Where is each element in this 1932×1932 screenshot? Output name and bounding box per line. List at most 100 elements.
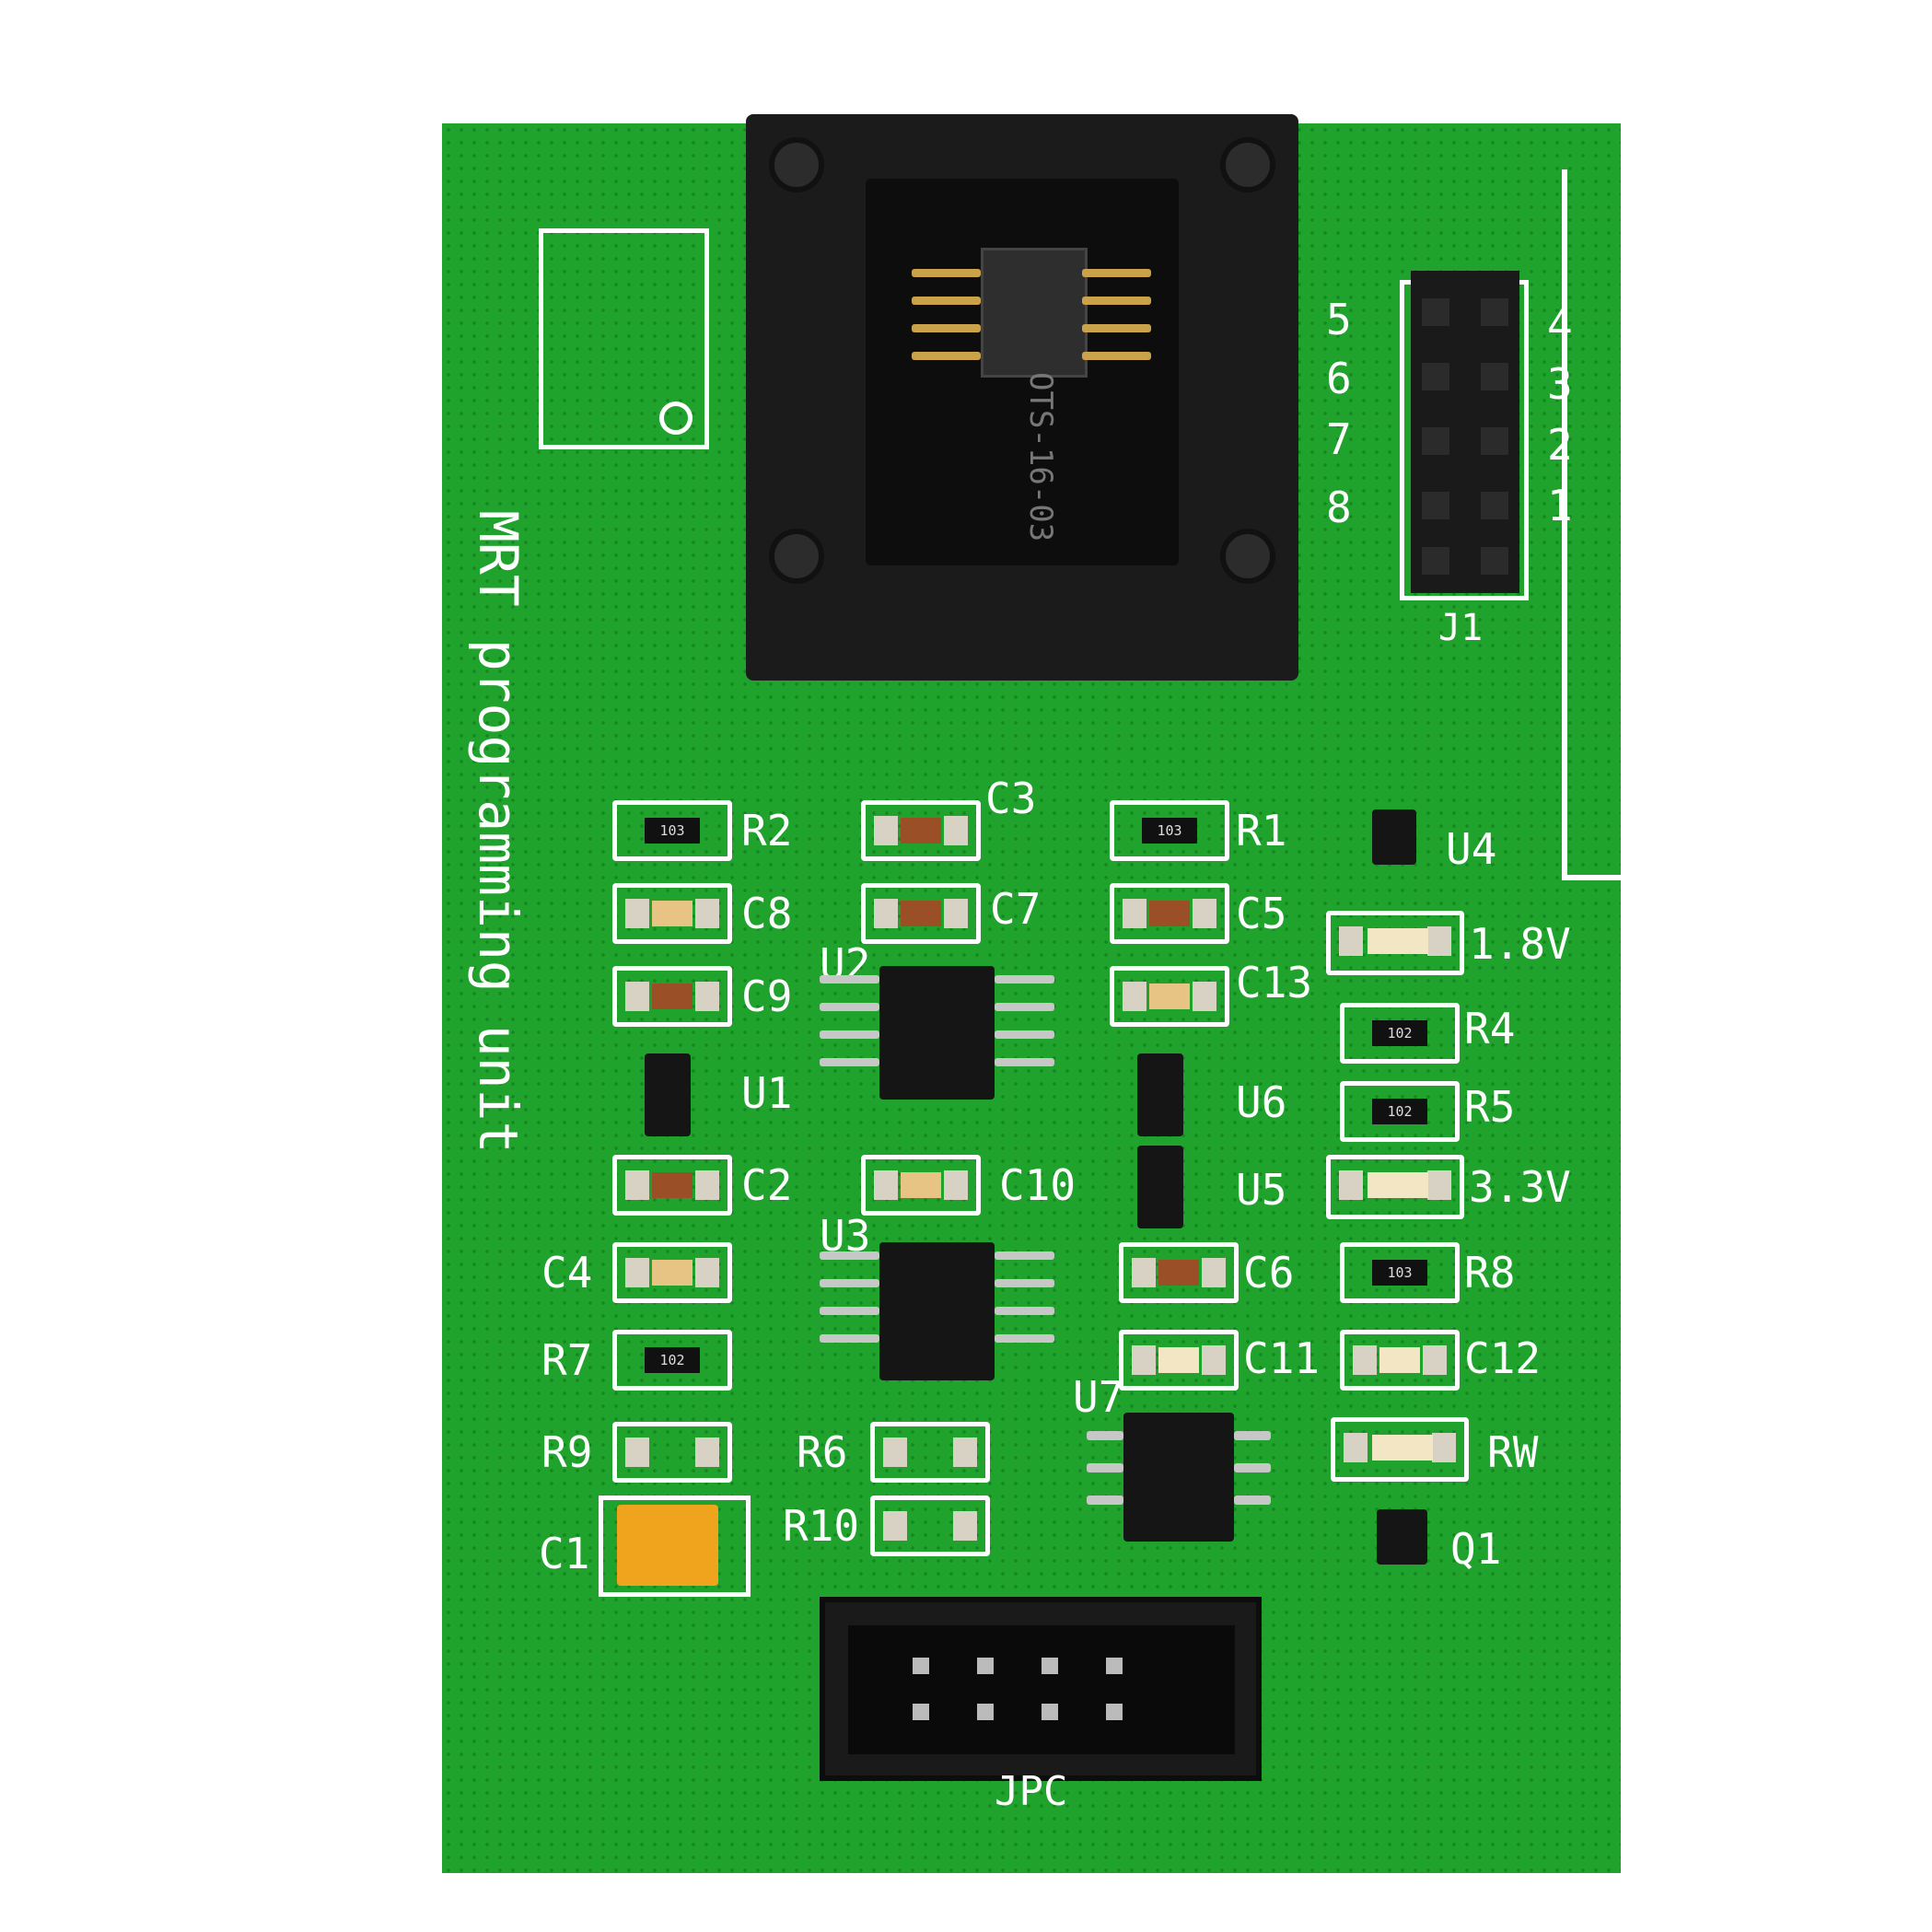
header-pin (1422, 427, 1449, 455)
jpc-pin (1106, 1704, 1123, 1720)
edge-line (1562, 169, 1567, 879)
capacitor-c5[interactable] (1110, 883, 1229, 944)
resistor-r10[interactable] (870, 1496, 990, 1556)
chip-pin (820, 1030, 879, 1039)
capacitor-c9[interactable] (612, 966, 732, 1027)
j1-pin-6: 6 (1326, 354, 1352, 403)
socket-contact (1082, 352, 1151, 360)
j1-header[interactable] (1411, 271, 1519, 593)
resistor-code: 103 (1142, 818, 1197, 844)
jpc-pin (1106, 1658, 1123, 1674)
chip-u2[interactable] (879, 966, 995, 1100)
resistor-code: 102 (645, 1347, 700, 1373)
resistor-code: 102 (1372, 1099, 1427, 1124)
resistor-r1[interactable]: 103 (1110, 800, 1229, 861)
header-pin (1481, 547, 1508, 575)
label-u4: U4 (1446, 824, 1497, 874)
transistor-q1[interactable] (1377, 1509, 1427, 1565)
chip-pin (995, 1251, 1054, 1260)
label-c10: C10 (999, 1160, 1077, 1210)
resistor-r4[interactable]: 102 (1340, 1003, 1460, 1064)
tantalum-c1[interactable] (617, 1505, 718, 1586)
header-pin (1481, 492, 1508, 519)
chip-pin (820, 975, 879, 983)
label-u5: U5 (1236, 1165, 1287, 1215)
socket-hole (1220, 529, 1275, 584)
resistor-r2[interactable]: 103 (612, 800, 732, 861)
resistor-r5[interactable]: 102 (1340, 1081, 1460, 1142)
chip-u1[interactable] (645, 1053, 691, 1136)
ic-socket[interactable]: OTS-16-03 (746, 114, 1298, 681)
chip-u7[interactable] (1123, 1413, 1234, 1542)
header-pin (1481, 427, 1508, 455)
chip-pin (995, 1279, 1054, 1287)
resistor-r7[interactable]: 102 (612, 1330, 732, 1391)
title-line1: MRT (467, 510, 530, 607)
resistor-r8[interactable]: 103 (1340, 1242, 1460, 1303)
capacitor-c6[interactable] (1119, 1242, 1239, 1303)
led-1v8[interactable] (1326, 911, 1464, 975)
jpc-pin (1042, 1704, 1058, 1720)
j1-label: J1 (1438, 607, 1484, 649)
socket-hole (769, 529, 824, 584)
chip-u6[interactable] (1137, 1053, 1183, 1136)
chip-pin (820, 1279, 879, 1287)
chip-pin (1234, 1496, 1271, 1505)
header-pin (1422, 492, 1449, 519)
label-r9: R9 (541, 1427, 593, 1477)
jpc-connector[interactable] (820, 1597, 1262, 1781)
chip-pin (820, 1251, 879, 1260)
j1-pin-3: 3 (1547, 359, 1573, 409)
corner-outline (539, 228, 709, 449)
led-rw[interactable] (1331, 1417, 1469, 1482)
chip-pin (1234, 1463, 1271, 1472)
header-pin (1481, 363, 1508, 390)
chip-pin (1087, 1431, 1123, 1440)
label-c6: C6 (1243, 1248, 1295, 1298)
chip-u4[interactable] (1372, 809, 1416, 865)
socket-contact (912, 297, 981, 305)
resistor-code: 103 (645, 818, 700, 844)
label-r10: R10 (783, 1501, 860, 1551)
capacitor-c7[interactable] (861, 883, 981, 944)
socket-contact (1082, 269, 1151, 277)
label-r5: R5 (1464, 1082, 1516, 1132)
label-r2: R2 (741, 806, 793, 855)
capacitor-c2[interactable] (612, 1155, 732, 1216)
capacitor-c4[interactable] (612, 1242, 732, 1303)
socket-label: OTS-16-03 (1022, 372, 1059, 542)
jpc-pin (913, 1704, 929, 1720)
label-u6: U6 (1236, 1077, 1287, 1127)
c1-outline (599, 1496, 751, 1597)
jpc-label: JPC (995, 1768, 1068, 1815)
j1-pin-2: 2 (1547, 420, 1573, 470)
led-3v3[interactable] (1326, 1155, 1464, 1219)
resistor-r9[interactable] (612, 1422, 732, 1483)
socket-contact (912, 269, 981, 277)
label-c13: C13 (1236, 958, 1313, 1007)
label-3v3: 3.3V (1469, 1162, 1571, 1212)
capacitor-c11[interactable] (1119, 1330, 1239, 1391)
capacitor-c12[interactable] (1340, 1330, 1460, 1391)
chip-pin (1234, 1431, 1271, 1440)
resistor-r6[interactable] (870, 1422, 990, 1483)
j1-pin-7: 7 (1326, 414, 1352, 464)
chip-u5[interactable] (1137, 1146, 1183, 1228)
label-r4: R4 (1464, 1004, 1516, 1053)
socket-contact (912, 324, 981, 332)
socket-hole (1220, 137, 1275, 192)
capacitor-c10[interactable] (861, 1155, 981, 1216)
label-c5: C5 (1236, 889, 1287, 938)
chip-pin (820, 1334, 879, 1343)
label-c11: C11 (1243, 1333, 1321, 1383)
chip-u3[interactable] (879, 1242, 995, 1380)
label-r1: R1 (1236, 806, 1287, 855)
label-c4: C4 (541, 1248, 593, 1298)
label-c8: C8 (741, 889, 793, 938)
capacitor-c8[interactable] (612, 883, 732, 944)
capacitor-c3[interactable] (861, 800, 981, 861)
resistor-code: 103 (1372, 1260, 1427, 1286)
socket-contact (912, 352, 981, 360)
j1-pin-8: 8 (1326, 483, 1352, 532)
capacitor-c13[interactable] (1110, 966, 1229, 1027)
